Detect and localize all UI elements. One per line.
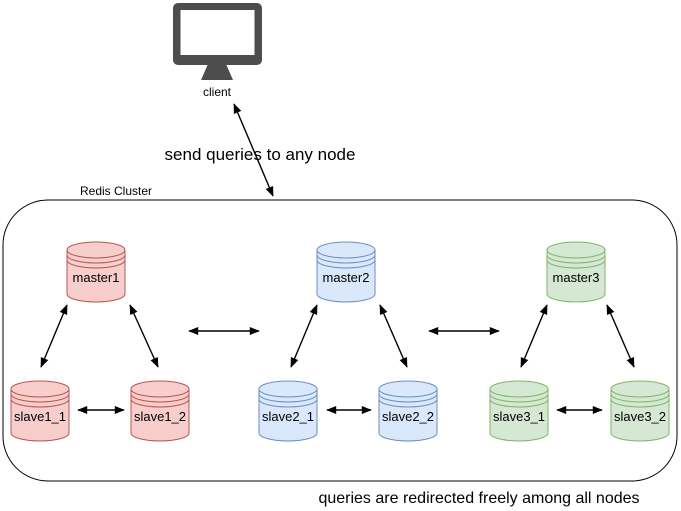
- arrow-master3-slave3_2: [606, 304, 635, 368]
- cylinder-rim-lines: [378, 388, 438, 408]
- cylinder-rim-lines: [546, 249, 606, 269]
- send-queries-label: send queries to any node: [165, 145, 356, 164]
- node-label-slave1_1: slave1_1: [14, 409, 66, 424]
- node-label-slave2_1: slave2_1: [262, 409, 314, 424]
- node-slave1_1: slave1_1: [10, 380, 70, 442]
- arrow-master2-slave2_2: [379, 304, 408, 368]
- monitor-stand: [201, 64, 233, 80]
- edges: [40, 103, 635, 414]
- monitor-screen: [180, 10, 255, 55]
- arrow-master1-slave1_2: [129, 304, 159, 368]
- node-slave3_2: slave3_2: [610, 380, 670, 442]
- node-slave1_2: slave1_2: [130, 380, 190, 442]
- node-slave2_1: slave2_1: [258, 380, 318, 442]
- node-label-slave3_2: slave3_2: [614, 409, 666, 424]
- cylinder-rim-lines: [316, 249, 376, 269]
- node-label-master2: master2: [323, 270, 370, 285]
- client-monitor-icon: [173, 3, 262, 80]
- arrow-master1-slave1_1: [40, 304, 68, 368]
- arrow-master2-slave2_1: [290, 304, 318, 368]
- node-label-slave2_2: slave2_2: [382, 409, 434, 424]
- node-label-slave3_1: slave3_1: [493, 409, 545, 424]
- client-label: client: [203, 85, 232, 99]
- bottom-note-label: queries are redirected freely among all …: [318, 490, 639, 507]
- node-slave2_2: slave2_2: [378, 380, 438, 442]
- cylinder-rim-lines: [610, 388, 670, 408]
- cylinder-rim-lines: [258, 388, 318, 408]
- node-label-master1: master1: [73, 270, 120, 285]
- node-master2: master2: [316, 241, 376, 303]
- node-label-master3: master3: [553, 270, 600, 285]
- cylinder-rim-lines: [489, 388, 549, 408]
- cluster-nodes: master1 slave1_1 slave1_2 master2 slave2_1 sl…: [10, 241, 670, 442]
- arrow-client-cluster: [233, 103, 274, 197]
- cylinder-rim-lines: [66, 249, 126, 269]
- node-label-slave1_2: slave1_2: [134, 409, 186, 424]
- cluster-label: Redis Cluster: [80, 184, 152, 198]
- node-slave3_1: slave3_1: [489, 380, 549, 442]
- cylinder-rim-lines: [130, 388, 190, 408]
- node-master1: master1: [66, 241, 126, 303]
- node-master3: master3: [546, 241, 606, 303]
- cylinder-rim-lines: [10, 388, 70, 408]
- arrow-master3-slave3_1: [520, 304, 548, 368]
